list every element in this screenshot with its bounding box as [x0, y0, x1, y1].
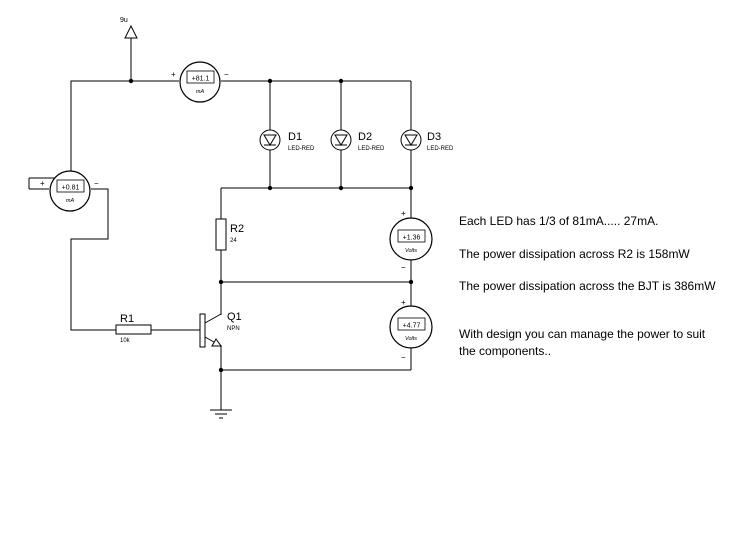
supply-terminal: 9u [120, 17, 138, 81]
note-r2-power: The power dissipation across R2 is 158mW [459, 247, 690, 261]
note-design-line1: With design you can manage the power to … [459, 327, 706, 341]
left-ammeter-plus: + [40, 179, 45, 188]
led-d3-type: LED-RED [427, 146, 454, 152]
transistor-q1-base-bar [199, 313, 206, 348]
led-d1-name: D1 [288, 131, 302, 143]
top-ammeter-display [186, 70, 215, 84]
resistor-r2-name: R2 [230, 223, 244, 235]
junction-dot [338, 185, 344, 191]
note-led-current: Each LED has 1/3 of 81mA..... 27mA. [459, 214, 659, 228]
wire-left-meter-out [70, 188, 116, 331]
led-d1: D1 LED-RED [259, 129, 315, 152]
transistor-q1-name: Q1 [227, 311, 242, 323]
left-ammeter: +0.81 mA + − [40, 170, 99, 212]
wires [28, 80, 412, 410]
junction-dot [338, 78, 344, 84]
junction-dot [267, 185, 273, 191]
r2-voltmeter-unit: Volts [405, 248, 417, 254]
led-d2-name: D2 [358, 131, 372, 143]
top-ammeter: +81.1 mA + − [171, 61, 229, 103]
led-d2: D2 LED-RED [330, 129, 385, 152]
resistor-r2-value: 24 [230, 238, 237, 244]
led-d1-type: LED-RED [288, 146, 315, 152]
left-ammeter-unit: mA [66, 198, 75, 204]
top-ammeter-plus: + [171, 70, 176, 79]
top-ammeter-reading: +81.1 [192, 76, 210, 83]
r2-voltmeter-minus: − [401, 263, 406, 272]
transistor-q1-type: NPN [227, 326, 240, 332]
transistor-q1: Q1 NPN [199, 311, 242, 348]
bjt-voltmeter-plus: + [401, 298, 406, 307]
bjt-voltmeter-reading: +4.77 [403, 323, 421, 330]
led-d2-type: LED-RED [358, 146, 385, 152]
r2-voltmeter-reading: +1.36 [403, 235, 421, 242]
transistor-q1-collector [204, 313, 222, 324]
left-ammeter-minus: − [94, 179, 99, 188]
led-d2-diode-icon [334, 134, 348, 146]
supply-label: 9u [120, 17, 128, 24]
bjt-voltmeter-display [397, 317, 426, 331]
top-ammeter-minus: − [224, 70, 229, 79]
resistor-r2: R2 24 [215, 218, 244, 251]
r2-voltmeter: +1.36 Volts + − [389, 209, 433, 272]
note-design-line2: the components.. [459, 344, 552, 358]
left-ammeter-reading: +0.81 [62, 185, 80, 192]
led-d3-diode-icon [404, 134, 418, 146]
junction-dot [267, 78, 273, 84]
r2-voltmeter-plus: + [401, 209, 406, 218]
junction-dot [218, 279, 224, 285]
junction-dot [218, 367, 224, 373]
resistor-r1-value: 10k [120, 338, 131, 344]
junction-dots [128, 78, 414, 373]
bjt-voltmeter-unit: Volts [405, 336, 417, 342]
resistor-r1-name: R1 [120, 313, 134, 325]
bjt-voltmeter-minus: − [401, 353, 406, 362]
junction-dot [408, 185, 414, 191]
led-d3-name: D3 [427, 131, 441, 143]
left-ammeter-display [56, 179, 85, 193]
note-bjt-power: The power dissipation across the BJT is … [459, 279, 716, 293]
top-ammeter-unit: mA [196, 89, 205, 95]
led-d1-diode-icon [263, 134, 277, 146]
ground-icon [210, 409, 232, 419]
wire-top-rail-left [70, 80, 179, 178]
transistor-q1-emitter-arrow-icon [211, 338, 222, 347]
junction-dot [408, 279, 414, 285]
resistor-r1-body [115, 324, 152, 335]
r2-voltmeter-display [397, 229, 426, 243]
supply-arrow-icon [124, 24, 138, 39]
resistor-r1: R1 10k [115, 313, 152, 344]
bjt-voltmeter: +4.77 Volts + − [389, 298, 433, 362]
led-d3: D3 LED-RED [400, 129, 454, 152]
resistor-r2-body [215, 218, 227, 251]
